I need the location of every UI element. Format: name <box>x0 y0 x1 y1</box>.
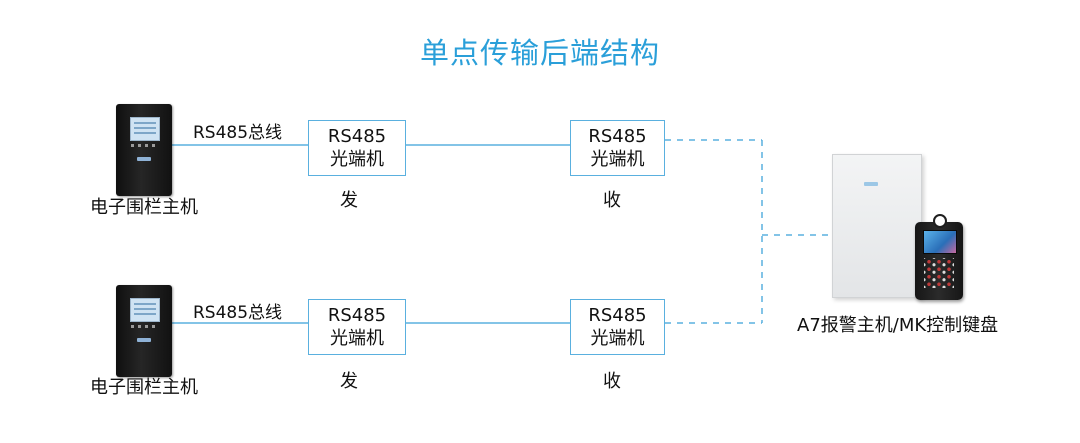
alarm-host-label: A7报警主机/MK控制键盘 <box>797 315 999 336</box>
host-screen <box>130 117 160 141</box>
tx-2-line2: 光端机 <box>330 328 384 349</box>
keypad-keys-secondary <box>924 258 954 288</box>
electronic-fence-host-icon <box>116 104 172 196</box>
keypad-hanging-ring <box>933 214 947 228</box>
rx-1-line2: 光端机 <box>590 149 645 170</box>
host-label-2: 电子围栏主机 <box>90 377 198 398</box>
tx-optical-transceiver-2: RS485 光端机 <box>308 299 406 355</box>
host-buttons <box>131 325 157 328</box>
tx-caption-1: 发 <box>340 190 358 211</box>
tx-optical-transceiver-1: RS485 光端机 <box>308 120 406 176</box>
rx-2-line1: RS485 <box>588 305 647 326</box>
host-logo <box>137 338 151 342</box>
electronic-fence-host-icon <box>116 285 172 377</box>
diagram-title: 单点传输后端结构 <box>419 36 660 70</box>
tx-1-line2: 光端机 <box>330 149 384 170</box>
rx-optical-transceiver-1: RS485 光端机 <box>570 120 665 176</box>
mk-keypad-icon <box>915 214 963 300</box>
rx-caption-2: 收 <box>603 371 621 392</box>
rx-optical-transceiver-2: RS485 光端机 <box>570 299 665 355</box>
tx-1-line1: RS485 <box>327 126 387 147</box>
keypad-screen <box>923 230 957 254</box>
bus-label-1: RS485总线 <box>193 123 283 143</box>
bus-label-2: RS485总线 <box>193 303 283 323</box>
alarm-host-cabinet-icon <box>832 154 922 298</box>
rx-1-line1: RS485 <box>588 126 647 147</box>
cabinet-brand-mark <box>864 182 878 186</box>
rx-caption-1: 收 <box>603 190 621 211</box>
host-logo <box>137 157 151 161</box>
tx-2-line1: RS485 <box>327 305 387 326</box>
tx-caption-2: 发 <box>340 371 358 392</box>
host-buttons <box>131 144 157 147</box>
rx-2-line2: 光端机 <box>590 328 645 349</box>
host-screen <box>130 298 160 322</box>
host-label-1: 电子围栏主机 <box>90 197 198 218</box>
